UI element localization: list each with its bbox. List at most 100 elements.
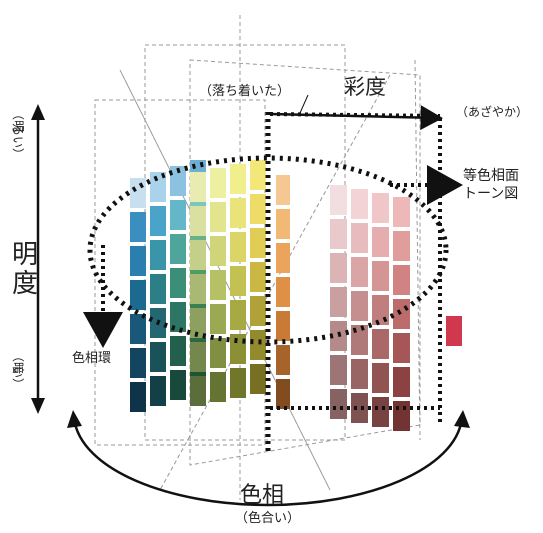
tone-tile-yellow <box>250 228 266 258</box>
tone-tile-warm <box>276 345 290 375</box>
tone-tile-yellow <box>230 334 246 364</box>
tone-tile-red <box>330 355 347 385</box>
tone-tile-yellow <box>190 206 206 236</box>
tone-tile-yellow <box>230 232 246 262</box>
tone-tile-red <box>330 389 347 419</box>
tone-tile-yellow <box>250 296 266 326</box>
tone-tile-yellow <box>230 198 246 228</box>
tone-tile-cool <box>130 348 146 378</box>
tone-tile-cool <box>150 240 166 270</box>
dark-label-2: い） <box>11 366 25 390</box>
tone-tile-red <box>330 185 347 215</box>
vivid-label: （あざやか） <box>456 104 528 119</box>
tone-tile-red <box>351 359 368 389</box>
tone-tile-yellow <box>210 168 226 198</box>
lightness-label-char2: 度 <box>12 269 38 299</box>
tone-tile-red <box>393 197 410 227</box>
plane-outline <box>414 59 421 441</box>
tone-tile-red <box>393 231 410 261</box>
tone-tile-cool <box>150 274 166 304</box>
lightness-arrow <box>31 104 45 414</box>
tone-tile-yellow <box>190 308 206 338</box>
tone-tile-cool <box>170 302 186 332</box>
tone-tile-cool <box>170 234 186 264</box>
tone-tile-cool <box>170 268 186 298</box>
dark-label-1: （暗 <box>11 350 26 374</box>
tone-tile-cool <box>130 382 146 412</box>
tone-tile-yellow <box>190 274 206 304</box>
tone-tile-cool <box>150 206 166 236</box>
tone-tile-yellow <box>210 202 226 232</box>
hue-label: 色相 <box>240 483 284 508</box>
tone-tile-yellow <box>210 338 226 368</box>
tone-tile-yellow <box>190 376 206 406</box>
lightness-label-char1: 明 <box>12 240 38 270</box>
tone-tile-cool <box>130 212 146 242</box>
tone-tile-warm <box>276 379 290 409</box>
tone-tile-yellow <box>210 372 226 402</box>
tone-tile-yellow <box>230 300 246 330</box>
tone-tile-vivid-red <box>446 316 462 346</box>
bright-label-1: （明 <box>11 108 25 132</box>
tone-tile-red <box>330 287 347 317</box>
tone-tile-cool <box>170 200 186 230</box>
tone-tile-yellow <box>210 236 226 266</box>
bright-label-2: るい） <box>11 124 25 160</box>
tone-tile-red <box>351 257 368 287</box>
tone-tile-red <box>372 329 389 359</box>
same-hue-tone-label-1: 等色相面 <box>463 167 519 184</box>
tone-tile-red <box>393 333 410 363</box>
tone-tile-yellow <box>230 368 246 398</box>
tone-tile-yellow <box>210 270 226 300</box>
hue-arc-arrow <box>67 410 470 507</box>
tone-tile-yellow <box>250 364 266 394</box>
tone-tile-warm <box>276 243 290 273</box>
same-hue-tone-label-2: トーン図 <box>463 186 518 202</box>
tone-tile-cool <box>150 376 166 406</box>
tone-tile-red <box>351 189 368 219</box>
tone-tile-red <box>372 193 389 223</box>
tone-tile-cool <box>170 166 186 196</box>
tone-tile-cool <box>130 280 146 310</box>
tone-tile-red <box>393 299 410 329</box>
tone-tile-red <box>372 363 389 393</box>
tone-tile-warm <box>276 277 290 307</box>
tone-tile-red <box>393 401 410 431</box>
muted-label: （落ち着いた） <box>199 83 290 99</box>
tone-tile-cool <box>170 370 186 400</box>
tone-tile-red <box>351 393 368 423</box>
tone-tile-yellow <box>190 240 206 270</box>
tone-tile-cool <box>170 336 186 366</box>
chroma-label: 彩度 <box>344 75 386 99</box>
tone-tile-cool <box>150 342 166 372</box>
tone-tile-yellow <box>250 262 266 292</box>
hue-ring-ellipse <box>87 155 449 345</box>
tone-tile-red <box>330 219 347 249</box>
tone-tile-yellow <box>250 194 266 224</box>
tone-tile-red <box>372 261 389 291</box>
tone-tile-yellow <box>230 266 246 296</box>
tone-tile-red <box>372 397 389 427</box>
tone-tile-red <box>372 227 389 257</box>
tone-tile-warm <box>276 209 290 239</box>
tone-tile-red <box>393 265 410 295</box>
tone-tile-red <box>393 367 410 397</box>
tone-tile-cool <box>130 178 146 208</box>
hue-sublabel: （色合い） <box>235 510 300 526</box>
tone-tiles <box>130 160 462 431</box>
tone-tile-warm <box>276 311 290 341</box>
tone-tile-yellow <box>250 160 266 190</box>
tone-tile-cool <box>150 172 166 202</box>
tone-tile-yellow <box>190 342 206 372</box>
tone-tile-cool <box>130 246 146 276</box>
tone-tile-cool <box>130 314 146 344</box>
tone-tile-red <box>351 291 368 321</box>
tone-tile-yellow <box>210 304 226 334</box>
hue-circle-label: 色相環 <box>72 350 111 366</box>
tone-tile-red <box>330 253 347 283</box>
tone-tile-warm <box>276 175 290 205</box>
tone-tile-red <box>351 223 368 253</box>
tone-tile-yellow <box>190 172 206 202</box>
tone-tile-yellow <box>230 164 246 194</box>
